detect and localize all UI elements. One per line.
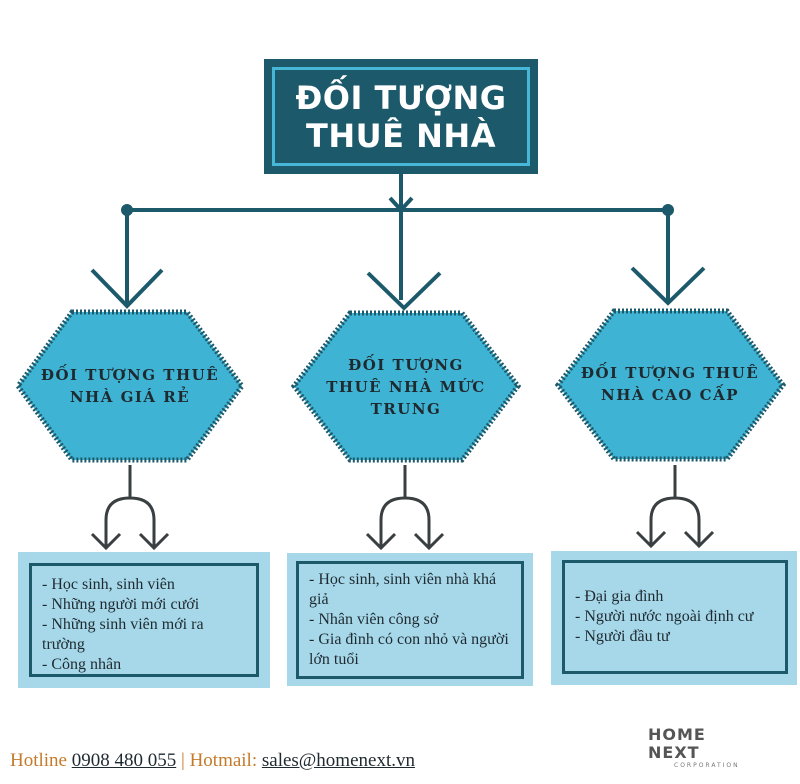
title-line-1: ĐỐI TƯỢNG (295, 78, 507, 117)
arrow-down-3 (630, 210, 706, 306)
arrow-down-1 (90, 210, 164, 309)
list-item: - Học sinh, sinh viên (42, 576, 175, 593)
hexagon-2 (290, 310, 522, 463)
footer-separator: | (181, 750, 185, 771)
split-arrow-1 (90, 465, 170, 551)
hexagon-label-1: ĐỐI TƯỢNG THUÊ NHÀ GIÁ RẺ (40, 364, 220, 408)
hotmail-label: Hotmail: (189, 750, 258, 771)
email-link[interactable]: sales@homenext.vn (261, 750, 415, 771)
list-box-3-inner: - Đại gia đình - Người nước ngoài định c… (562, 560, 788, 674)
list-item: - Nhân viên công sở (309, 611, 439, 628)
hotline-label: Hotline (10, 750, 67, 771)
list-box-2-inner: - Học sinh, sinh viên nhà khá giả - Nhân… (296, 561, 524, 679)
hexagon-2-line-3: TRUNG (370, 400, 442, 418)
list-item: - Học sinh, sinh viên nhà khá giả (309, 571, 497, 608)
split-arrow-2 (365, 465, 445, 551)
list-item: - Công nhân (42, 656, 122, 673)
list-item: - Những sinh viên mới ra trường (42, 616, 204, 653)
list-item: - Đại gia đình (575, 588, 664, 605)
top-connector (121, 174, 674, 300)
list-item: - Người nước ngoài định cư (575, 608, 754, 625)
hotline-link[interactable]: 0908 480 055 (71, 750, 177, 771)
list-box-1-inner: - Học sinh, sinh viên - Những người mới … (29, 563, 259, 677)
hexagon-1-line-2: NHÀ GIÁ RẺ (69, 388, 191, 406)
hexagon-2-line-2: THUÊ NHÀ MỨC (326, 378, 486, 396)
hexagon-3-line-2: NHÀ CAO CẤP (601, 386, 739, 404)
list-item: - Người đầu tư (575, 628, 670, 645)
arrow-down-2 (366, 271, 442, 311)
hexagon-3-line-1: ĐỐI TƯỢNG THUÊ (580, 364, 760, 382)
title-box: ĐỐI TƯỢNG THUÊ NHÀ (264, 59, 538, 174)
logo-name: HOME NEXT (648, 725, 706, 762)
company-logo: HOME NEXT CORPORATION (648, 726, 758, 770)
list-box-2: - Học sinh, sinh viên nhà khá giả - Nhân… (287, 553, 533, 686)
split-arrow-3 (635, 465, 715, 549)
title-inner: ĐỐI TƯỢNG THUÊ NHÀ (272, 67, 530, 166)
list-item: - Những người mới cưới (42, 596, 200, 613)
hexagon-1 (14, 309, 246, 463)
title-line-2: THUÊ NHÀ (306, 116, 496, 155)
hexagon-2-line-1: ĐỐI TƯỢNG (348, 356, 464, 374)
hexagon-1-line-1: ĐỐI TƯỢNG THUÊ (40, 366, 220, 384)
hexagon-3 (554, 308, 787, 462)
footer-contact: Hotline 0908 480 055 | Hotmail: sales@ho… (10, 750, 415, 772)
list-item: - Gia đình có con nhỏ và người lớn tuổi (309, 631, 509, 668)
hexagon-label-2: ĐỐI TƯỢNG THUÊ NHÀ MỨC TRUNG (316, 354, 496, 420)
hexagon-label-3: ĐỐI TƯỢNG THUÊ NHÀ CAO CẤP (580, 362, 760, 406)
list-box-1: - Học sinh, sinh viên - Những người mới … (18, 552, 270, 688)
logo-subtitle: CORPORATION (674, 762, 740, 769)
list-box-3: - Đại gia đình - Người nước ngoài định c… (551, 551, 797, 685)
